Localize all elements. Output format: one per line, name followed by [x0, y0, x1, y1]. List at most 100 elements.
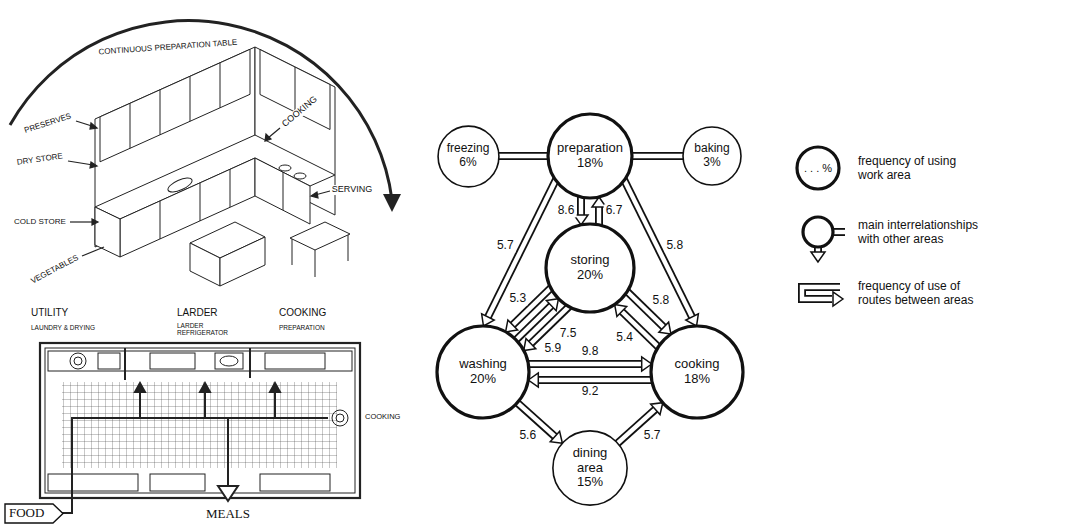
legend-samples — [797, 147, 845, 306]
leader-arrows-part — [268, 128, 280, 138]
kitchen-plan-part — [336, 414, 344, 422]
usage-percent: 20% — [459, 372, 507, 387]
route-frequency: 9.8 — [580, 345, 601, 358]
isometric-kitchen-part — [220, 63, 221, 108]
isometric-kitchen-part — [283, 172, 284, 210]
route-frequency: 5.8 — [664, 239, 685, 252]
flow-line — [60, 383, 328, 513]
route-band-outline — [537, 376, 654, 384]
area-label: PREPARATION — [278, 324, 326, 331]
circle-outline-shape — [548, 114, 632, 198]
isometric-kitchen-part — [200, 183, 201, 221]
area-label: PRESERVES — [23, 112, 74, 136]
legend-circle — [797, 147, 839, 189]
route-arrow — [615, 304, 661, 349]
work-area-circle: cooking18% — [648, 323, 746, 421]
legend-sample — [797, 147, 839, 189]
area-label: SERVING — [331, 185, 373, 195]
area-label: UTILITY — [30, 307, 69, 318]
area-label: LAUNDRY & DRYING — [30, 324, 96, 331]
area-name: baking — [694, 142, 729, 156]
area-name: preparation — [557, 141, 623, 156]
isometric-kitchen-part — [294, 173, 306, 179]
kitchen-plan-part — [215, 353, 243, 369]
route-band-inner — [629, 154, 686, 158]
arrow-head — [615, 304, 627, 316]
kitchen-plan-part — [62, 382, 337, 468]
leader-arrows-part — [70, 221, 94, 222]
sweep-arrow-part — [383, 194, 401, 212]
arrow-outline-shape — [5, 504, 63, 523]
area-name: freezing — [447, 142, 490, 156]
legend-sample — [802, 287, 843, 306]
node-text-group: storing20% — [570, 253, 609, 283]
route-frequency: 6.7 — [604, 204, 625, 217]
route-band-outline — [629, 152, 686, 160]
node-text-group: cooking18% — [675, 357, 720, 387]
usage-percent: 18% — [675, 372, 720, 387]
legend-text: frequency of use of routes between areas — [858, 279, 983, 308]
route-frequency: 5.6 — [517, 430, 538, 443]
route-frequency: 5.4 — [614, 331, 635, 344]
kitchen-plan-part — [220, 356, 238, 366]
area-name: cooking — [675, 357, 720, 372]
usage-percent: 15% — [567, 475, 613, 490]
arrow-head — [811, 252, 825, 262]
isometric-kitchen-part — [130, 103, 131, 148]
route-frequency: 5.7 — [495, 239, 516, 252]
work-area-circle: baking3% — [681, 125, 743, 187]
area-label: VEGETABLES — [29, 253, 81, 286]
flow-line-part — [139, 390, 141, 418]
route-frequency: 7.5 — [558, 327, 579, 340]
area-label: COOKING — [278, 307, 327, 318]
work-area-circle: preparation18% — [545, 111, 635, 201]
arrow-head — [524, 339, 536, 351]
legend-sample-text: . . . % — [803, 162, 833, 174]
route-frequency: 5.7 — [642, 430, 663, 443]
usage-percent: 18% — [557, 156, 623, 171]
isometric-kitchen-part — [348, 235, 349, 261]
isometric-kitchen-part — [190, 243, 220, 286]
route-arrow — [615, 403, 662, 446]
leader-arrows-part — [265, 134, 271, 141]
kitchen-plan-part — [74, 357, 82, 365]
route-band-outline — [495, 152, 551, 160]
legend-circle — [803, 217, 833, 247]
kitchen-plan — [40, 343, 360, 498]
relationship-link — [495, 156, 551, 157]
usage-percent: 20% — [570, 268, 609, 283]
flow-line-part — [227, 418, 229, 494]
node-text-group: freezing6% — [447, 142, 490, 170]
isometric-kitchen-part — [160, 201, 161, 239]
area-name: storing — [570, 253, 609, 268]
kitchen-plan-part — [265, 353, 325, 369]
route-band-outline — [525, 360, 642, 368]
arrow-head — [482, 314, 495, 326]
circle-outline-shape — [683, 127, 741, 185]
area-label: LARDER REFRIGERATOR — [176, 322, 240, 336]
circle-outline-shape — [553, 431, 627, 505]
route-frequency: 5.3 — [507, 293, 528, 306]
route-arrow — [625, 289, 671, 334]
area-label: COLD STORE — [13, 218, 67, 227]
flow-line-part — [270, 383, 280, 392]
arrow-head — [550, 431, 562, 443]
work-area-circle: washing20% — [434, 323, 532, 421]
kitchen-plan-part — [98, 353, 120, 369]
leader-arrows-part — [311, 192, 318, 198]
route-frequency: 9.2 — [580, 385, 601, 398]
isometric-kitchen-part — [279, 165, 291, 171]
kitchen-plan-part — [332, 410, 348, 426]
kitchen-plan-part — [124, 348, 126, 380]
kitchen-plan-part — [150, 353, 195, 369]
flow-line-part — [204, 390, 206, 418]
route-band-inner — [495, 154, 551, 158]
leader-arrows-part — [90, 123, 97, 129]
flow-line-part — [200, 383, 210, 392]
circle-outline-shape — [546, 224, 634, 312]
isometric-kitchen — [95, 47, 350, 286]
area-label: COOKING — [364, 413, 401, 421]
isometric-kitchen-part — [220, 237, 265, 286]
